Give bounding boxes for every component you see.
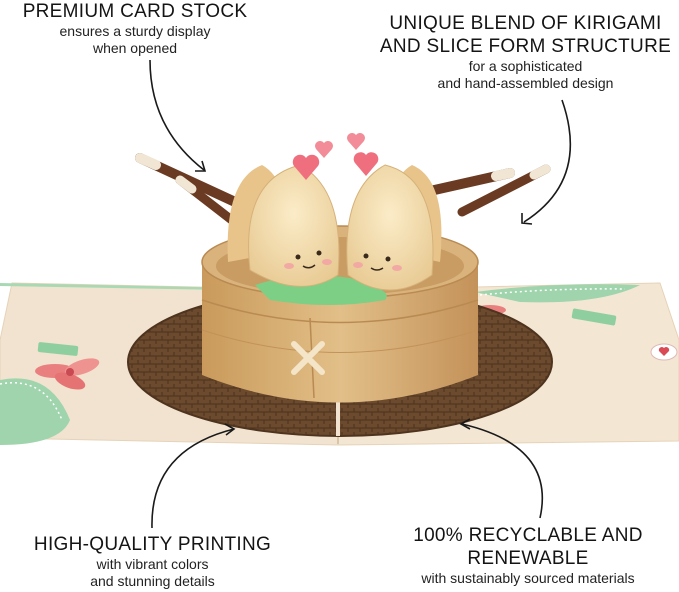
callout-premium-card-stock: PREMIUM CARD STOCK ensures a sturdy disp…	[20, 0, 250, 57]
callout-heading: HIGH-QUALITY PRINTING	[33, 534, 272, 555]
callout-subtext: and hand-assembled design	[437, 75, 614, 91]
heart-stamp-icon	[650, 343, 678, 361]
arrow-card-stock	[149, 59, 205, 171]
arrow-kirigami	[523, 99, 572, 223]
callout-high-quality-printing: HIGH-QUALITY PRINTING with vibrant color…	[20, 533, 285, 590]
callout-kirigami-structure: UNIQUE BLEND OF KIRIGAMI AND SLICE FORM …	[378, 12, 673, 92]
callout-heading: PREMIUM CARD STOCK	[22, 1, 248, 22]
callout-subtext: ensures a sturdy display	[59, 23, 211, 39]
callout-heading: RENEWABLE	[467, 548, 589, 569]
arrow-card-stock-head	[195, 160, 207, 172]
arrow-printing	[151, 428, 235, 529]
arrow-recyclable	[461, 423, 544, 519]
callout-subtext: for a sophisticated	[468, 58, 583, 74]
arrow-printing-head	[224, 423, 236, 436]
callout-heading: 100% RECYCLABLE AND	[413, 525, 643, 546]
cross-stitch-icon	[291, 341, 325, 375]
hearts-icon	[292, 133, 379, 180]
callout-heading: UNIQUE BLEND OF KIRIGAMI	[389, 13, 662, 34]
dumpling-left	[227, 164, 340, 287]
callout-heading: AND SLICE FORM STRUCTURE	[379, 36, 672, 57]
arrow-recyclable-head	[459, 418, 471, 430]
callout-subtext: with sustainably sourced materials	[421, 570, 635, 586]
callout-subtext: when opened	[92, 40, 178, 56]
callout-subtext: and stunning details	[90, 573, 215, 589]
callout-recyclable: 100% RECYCLABLE AND RENEWABLE with susta…	[393, 524, 663, 587]
callout-arrows	[149, 59, 572, 529]
dumpling-right	[346, 164, 442, 291]
arrow-kirigami-head	[521, 213, 533, 225]
mint-decorations	[0, 284, 640, 445]
callout-subtext: with vibrant colors	[96, 556, 209, 572]
